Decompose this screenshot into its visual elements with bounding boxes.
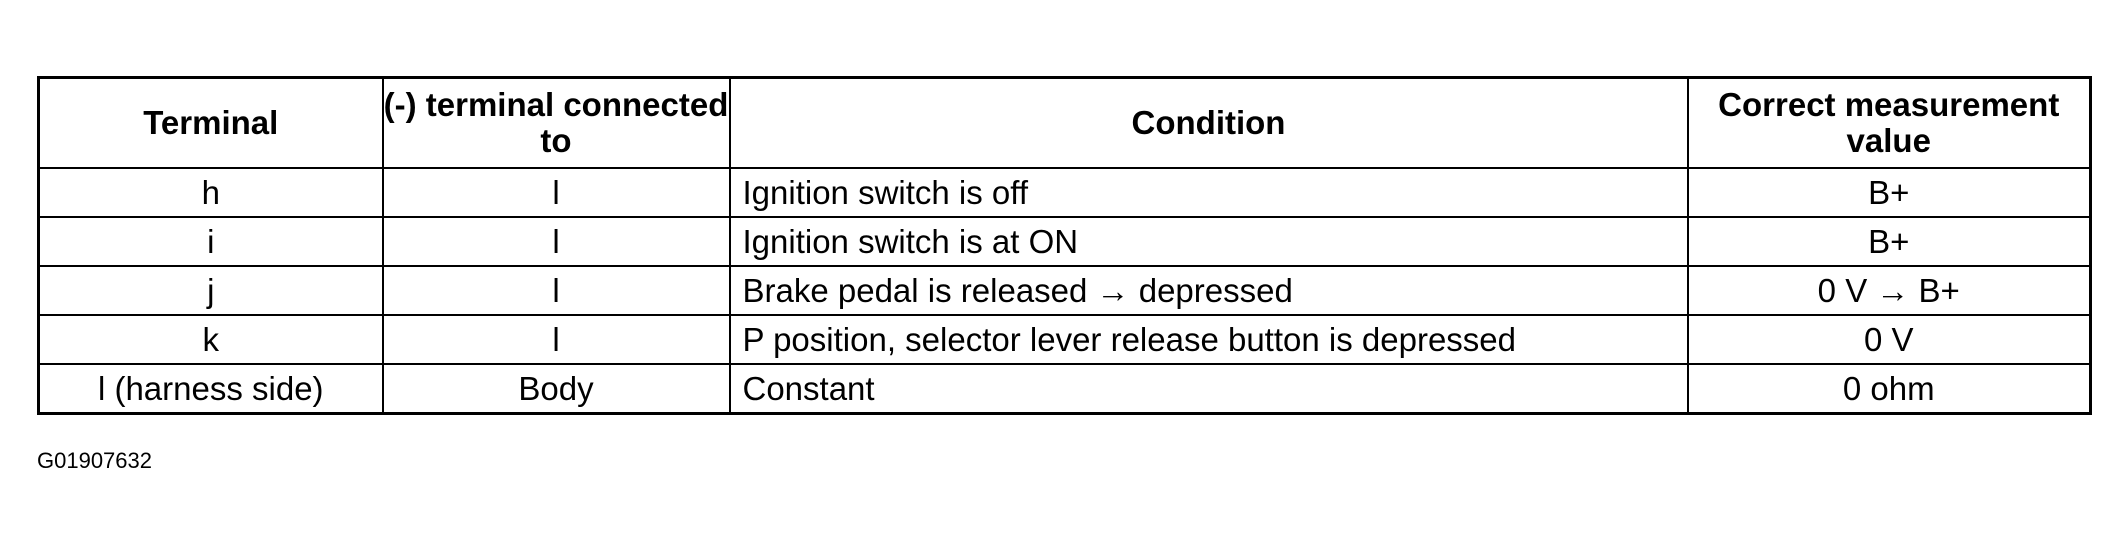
cell-connected-to: l bbox=[381, 314, 731, 365]
cell-terminal: j bbox=[37, 265, 384, 316]
table-row: i l Ignition switch is at ON B+ bbox=[37, 216, 2092, 267]
cell-condition: Ignition switch is off bbox=[728, 167, 1689, 218]
header-measurement-value: Correct measurement value bbox=[1686, 76, 2092, 169]
cell-value: B+ bbox=[1686, 216, 2092, 267]
cell-connected-to: l bbox=[381, 167, 731, 218]
header-connected-to: (-) terminal connected to bbox=[381, 76, 731, 169]
table-row: h l Ignition switch is off B+ bbox=[37, 167, 2092, 218]
cell-connected-to: l bbox=[381, 265, 731, 316]
cell-value: 0 V → B+ bbox=[1686, 265, 2092, 316]
cell-value: B+ bbox=[1686, 167, 2092, 218]
cell-value: 0 ohm bbox=[1686, 363, 2092, 415]
header-condition: Condition bbox=[728, 76, 1689, 169]
table-row: j l Brake pedal is released → depressed … bbox=[37, 265, 2092, 316]
cell-connected-to: l bbox=[381, 216, 731, 267]
cell-condition: Constant bbox=[728, 363, 1689, 415]
table-body: h l Ignition switch is off B+ i l Igniti… bbox=[37, 167, 2092, 415]
cell-terminal: l (harness side) bbox=[37, 363, 384, 415]
header-row: Terminal (-) terminal connected to Condi… bbox=[37, 76, 2092, 169]
cell-connected-to: Body bbox=[381, 363, 731, 415]
cell-terminal: h bbox=[37, 167, 384, 218]
cell-condition: Ignition switch is at ON bbox=[728, 216, 1689, 267]
cell-condition: Brake pedal is released → depressed bbox=[728, 265, 1689, 316]
cell-condition: P position, selector lever release butto… bbox=[728, 314, 1689, 365]
cell-terminal: k bbox=[37, 314, 384, 365]
figure-id: G01907632 bbox=[37, 448, 152, 473]
table-row: l (harness side) Body Constant 0 ohm bbox=[37, 363, 2092, 415]
cell-value: 0 V bbox=[1686, 314, 2092, 365]
table-header: Terminal (-) terminal connected to Condi… bbox=[37, 76, 2092, 169]
header-terminal: Terminal bbox=[37, 76, 384, 169]
cell-terminal: i bbox=[37, 216, 384, 267]
measurement-table: Terminal (-) terminal connected to Condi… bbox=[37, 76, 2092, 415]
table-row: k l P position, selector lever release b… bbox=[37, 314, 2092, 365]
